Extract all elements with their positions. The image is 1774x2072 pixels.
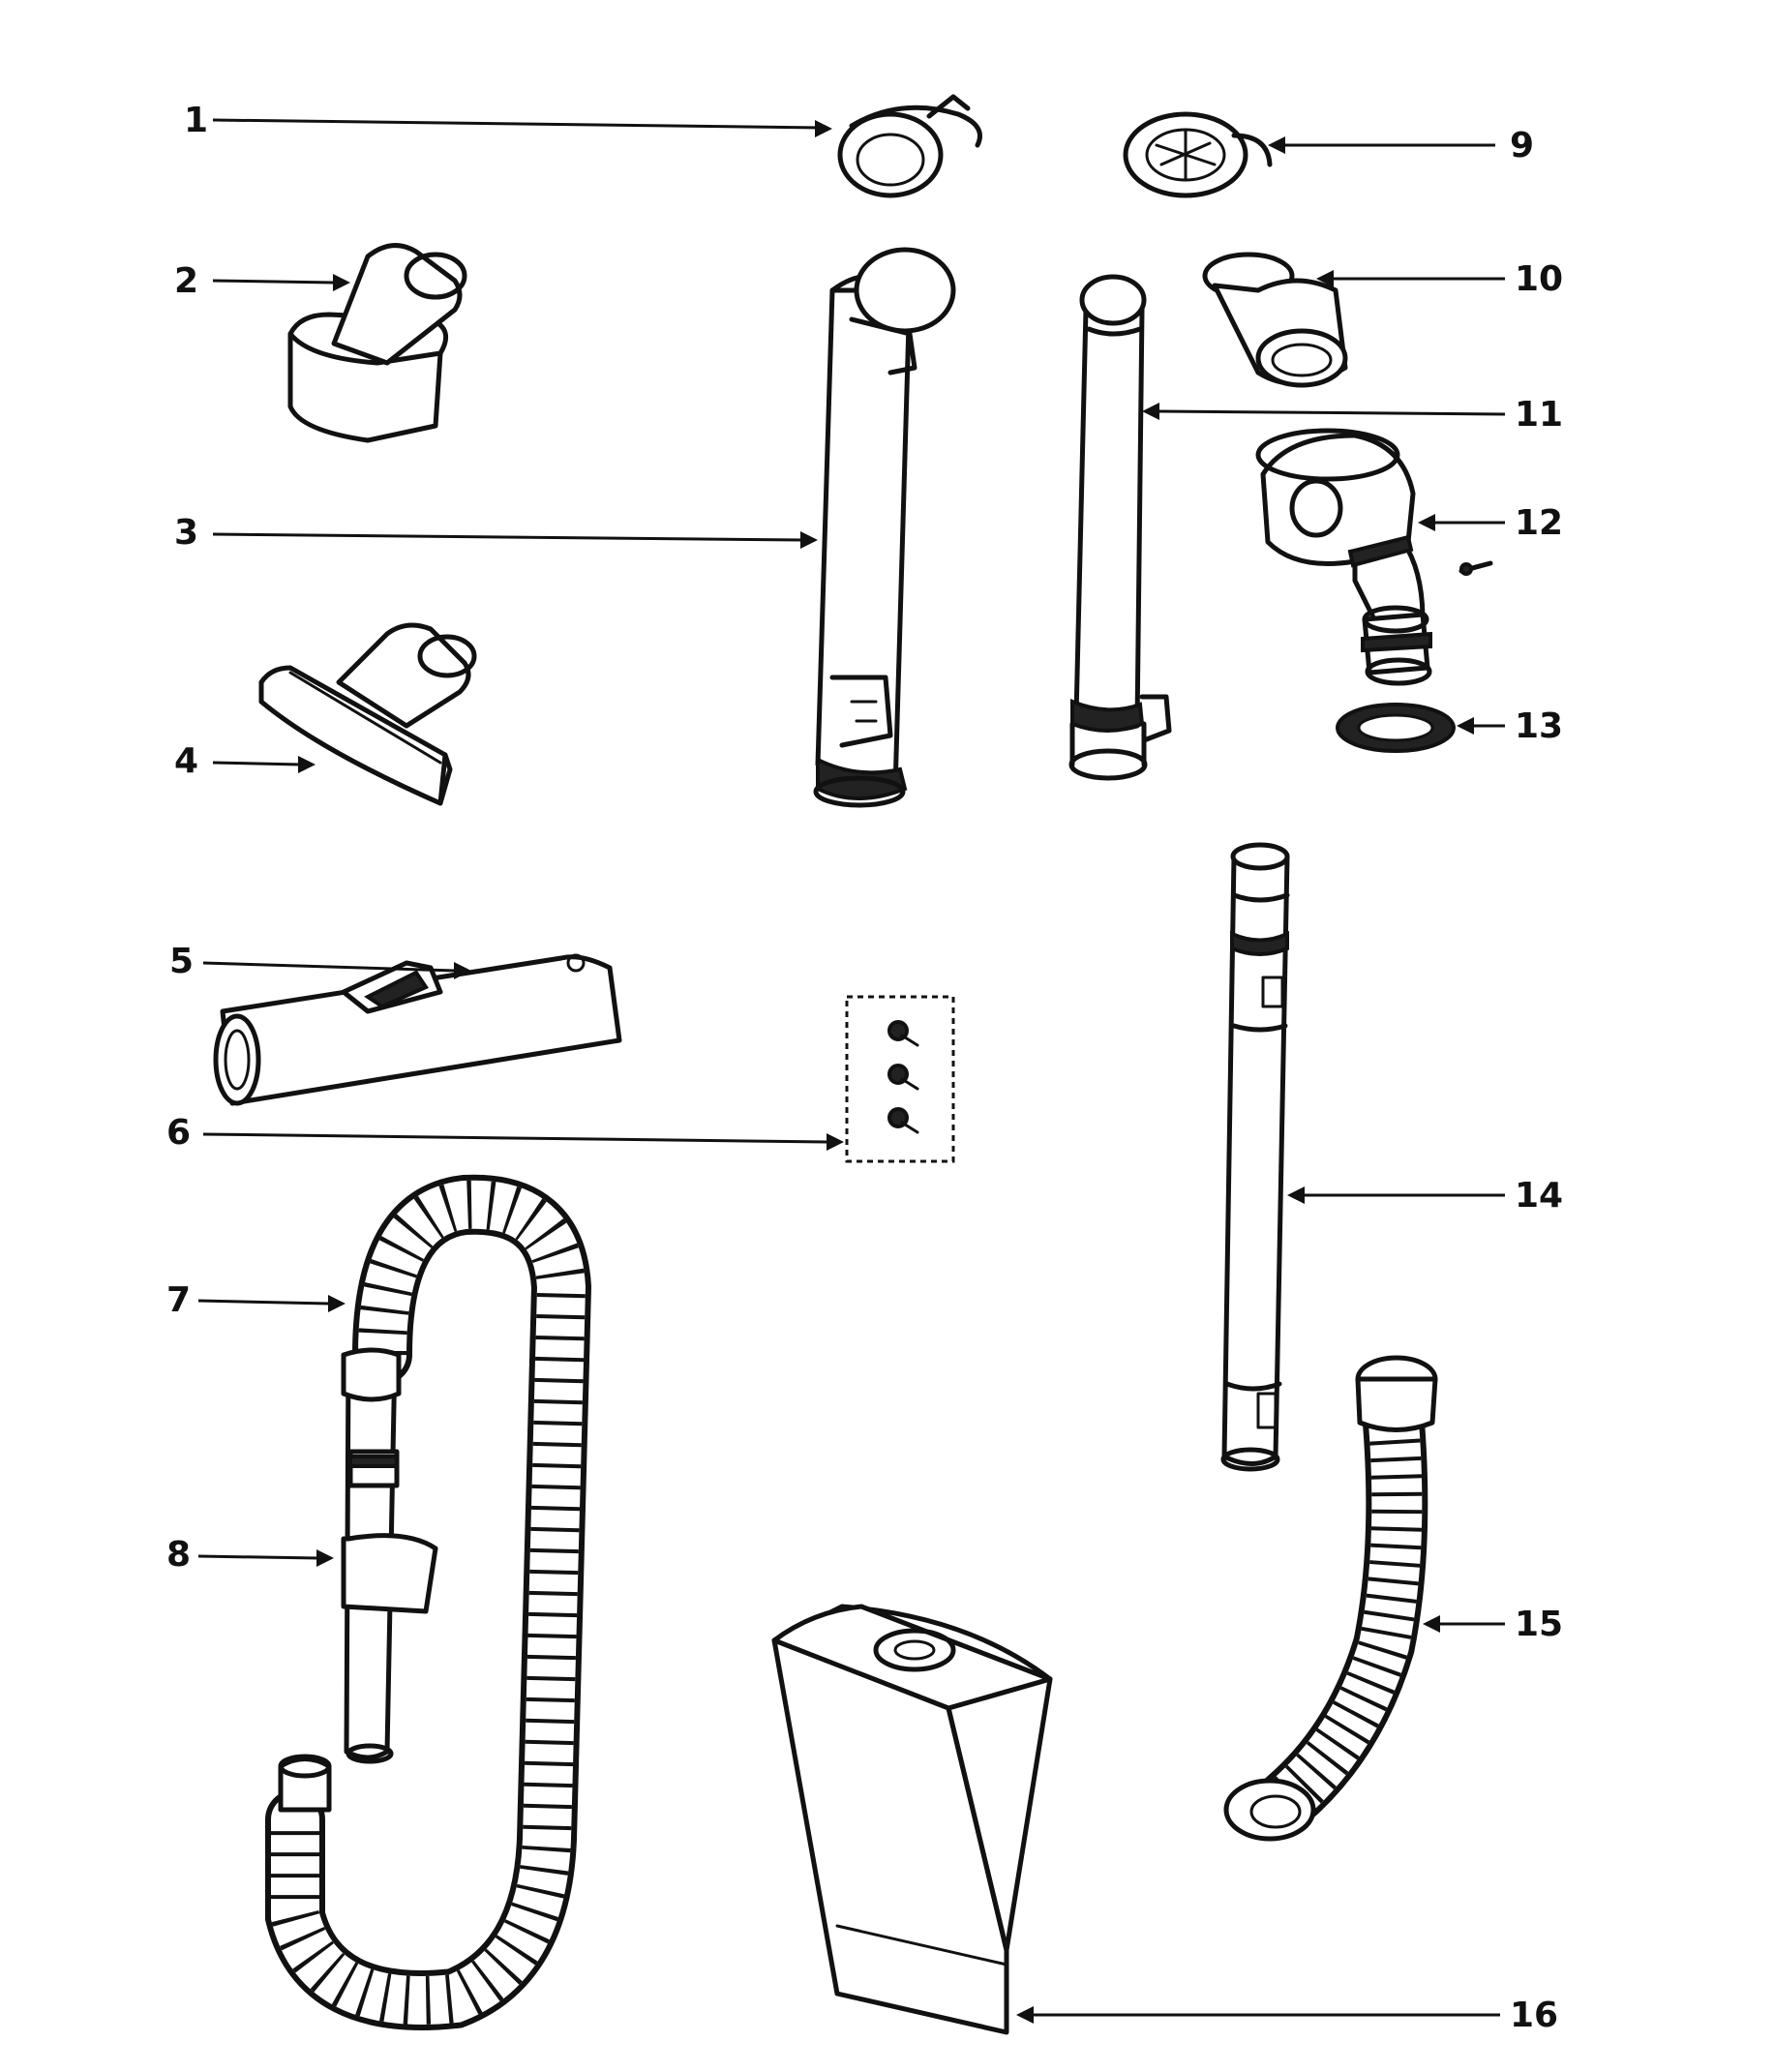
callout-10: 10 — [1316, 259, 1563, 299]
part-2-upholstery-nozzle — [287, 243, 467, 443]
part-14-long-tube — [1220, 842, 1290, 1472]
callout-14: 14 — [1287, 1176, 1563, 1216]
part-9-grill-cap — [1123, 111, 1273, 198]
callout-13: 13 — [1457, 706, 1563, 746]
part-16-dust-bag — [771, 1604, 1053, 2035]
callout-11: 11 — [1142, 395, 1563, 435]
callout-4-label: 4 — [174, 741, 198, 781]
callout-1-label: 1 — [184, 101, 208, 140]
callout-15: 15 — [1423, 1605, 1563, 1644]
callout-10-label: 10 — [1515, 259, 1563, 299]
callout-12-label: 12 — [1515, 503, 1563, 543]
callout-2-label: 2 — [174, 261, 198, 301]
callout-8-label: 8 — [166, 1535, 191, 1575]
part-7-hose — [265, 1174, 592, 2030]
callout-14-label: 14 — [1515, 1176, 1563, 1216]
callout-7-label: 7 — [166, 1280, 191, 1320]
callout-9: 9 — [1268, 126, 1534, 165]
part-13-gasket — [1336, 703, 1456, 753]
callout-3-label: 3 — [174, 513, 198, 553]
callout-4: 4 — [174, 741, 316, 781]
part-3-extension-wand — [813, 247, 956, 808]
callout-8: 8 — [166, 1535, 334, 1575]
callout-16: 16 — [1016, 1996, 1558, 2035]
screw-2 — [887, 1064, 919, 1091]
callout-3: 3 — [174, 513, 818, 553]
callout-13-label: 13 — [1515, 706, 1563, 746]
part-8-handle — [341, 1347, 438, 1764]
callout-2: 2 — [174, 261, 350, 301]
part-4-floor-tool — [258, 622, 477, 806]
callout-6-label: 6 — [166, 1113, 191, 1153]
part-6-screw-kit — [845, 995, 955, 1163]
callout-6: 6 — [166, 1113, 844, 1153]
part-15-flex-hose — [1223, 1355, 1438, 1842]
part-10-adapter — [1202, 252, 1348, 388]
screw-3 — [887, 1107, 919, 1134]
callout-5-label: 5 — [169, 942, 194, 981]
callout-5: 5 — [169, 942, 471, 981]
callout-9-label: 9 — [1510, 126, 1534, 165]
part-1-clamp — [837, 94, 982, 198]
callout-1: 1 — [184, 101, 832, 140]
screw-1 — [887, 1020, 919, 1047]
callout-12: 12 — [1418, 503, 1563, 543]
callout-7: 7 — [166, 1280, 346, 1320]
callout-16-label: 16 — [1510, 1996, 1558, 2035]
part-11-extension-tube — [1068, 274, 1172, 781]
part-5-crevice-tool — [213, 953, 622, 1106]
callout-11-label: 11 — [1515, 395, 1563, 435]
part-12-elbow — [1255, 428, 1493, 686]
callout-15-label: 15 — [1515, 1605, 1563, 1644]
